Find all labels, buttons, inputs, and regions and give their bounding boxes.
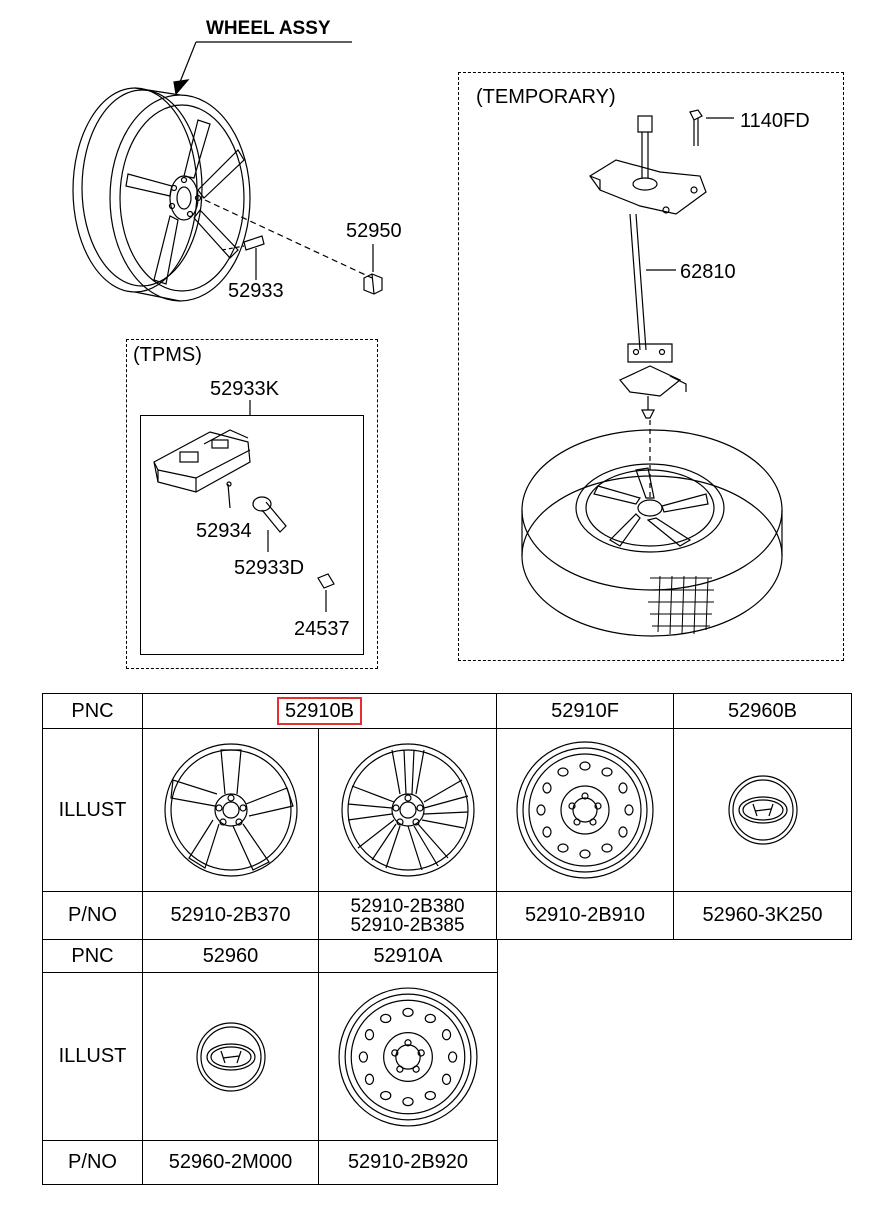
- diagram-title: WHEEL ASSY: [206, 18, 331, 39]
- steel-wheel-icon: [516, 741, 654, 879]
- parts-table-bottom: PNC 52960 52910A ILLUST: [42, 939, 498, 1185]
- parts-table-top: PNC 52910B 52910F 52960B ILLUST: [42, 693, 852, 940]
- tpms-cap: [317, 573, 335, 612]
- temporary-group-box: [458, 72, 844, 661]
- illust-cell: [318, 972, 498, 1141]
- illust-cell: [673, 728, 852, 892]
- exploded-diagram: [72, 41, 783, 637]
- label-temporary-group: (TEMPORARY): [476, 86, 616, 108]
- pno-cell[interactable]: 52910-2B910: [496, 891, 674, 940]
- hubcap-emblem-icon: [195, 1021, 266, 1092]
- label-bolt: 1140FD: [740, 110, 810, 132]
- row-label-pnc: PNC: [42, 693, 143, 729]
- label-tpms-valve: 52933D: [234, 557, 305, 579]
- tpms-sensor: [153, 400, 251, 509]
- illust-cell: [142, 728, 319, 892]
- pno-cell[interactable]: 52910-2B380 52910-2B385: [318, 891, 497, 940]
- tpms-group-box: [126, 339, 378, 669]
- pno-cell[interactable]: 52910-2B370: [142, 891, 319, 940]
- label-tpms-group: (TPMS): [133, 344, 202, 366]
- hubcap-emblem-icon: [727, 775, 798, 845]
- title-arrow: [173, 79, 190, 96]
- label-tpms-cap: 24537: [294, 618, 350, 640]
- row-label-pnc: PNC: [42, 939, 143, 973]
- alloy-wheel-5spoke-icon: [163, 743, 298, 877]
- steel-wheel-icon: [338, 986, 478, 1127]
- label-carrier: 62810: [680, 261, 736, 283]
- pnc-52910B-highlight[interactable]: 52910B: [277, 697, 362, 725]
- tpms-valve: [252, 496, 287, 552]
- pno-line: 52910-2B385: [350, 914, 465, 936]
- label-lug-nut: 52950: [346, 220, 402, 242]
- spare-tire: [521, 429, 783, 637]
- pno-cell[interactable]: 52960-3K250: [673, 891, 852, 940]
- row-label-illust: ILLUST: [42, 972, 143, 1141]
- main-wheel: [72, 87, 251, 302]
- illust-cell: [496, 728, 674, 892]
- alloy-wheel-split-spoke-icon: [340, 743, 475, 877]
- pnc-cell[interactable]: 52960: [142, 939, 319, 973]
- illust-cell: [318, 728, 497, 892]
- pno-cell[interactable]: 52910-2B920: [318, 1140, 498, 1185]
- row-label-pno: P/NO: [42, 1140, 143, 1185]
- row-label-pno: P/NO: [42, 891, 143, 940]
- label-tpms-sensor: 52933K: [210, 378, 279, 400]
- pnc-cell: 52910B: [142, 693, 497, 729]
- pnc-cell[interactable]: 52960B: [673, 693, 852, 729]
- row-label-illust: ILLUST: [42, 728, 143, 892]
- pnc-cell[interactable]: 52910A: [318, 939, 498, 973]
- illust-cell: [142, 972, 319, 1141]
- valve-stem: [221, 235, 265, 280]
- spare-carrier: [589, 109, 734, 500]
- pnc-cell[interactable]: 52910F: [496, 693, 674, 729]
- tpms-inner-box: [140, 415, 364, 655]
- label-tpms-screw: 52934: [196, 520, 252, 542]
- pno-line: 52910-2B380: [350, 895, 465, 917]
- label-valve: 52933: [228, 280, 284, 302]
- title-leader: [179, 41, 197, 83]
- lug-nut: [363, 244, 383, 295]
- axis-line: [204, 199, 373, 279]
- pno-cell[interactable]: 52960-2M000: [142, 1140, 319, 1185]
